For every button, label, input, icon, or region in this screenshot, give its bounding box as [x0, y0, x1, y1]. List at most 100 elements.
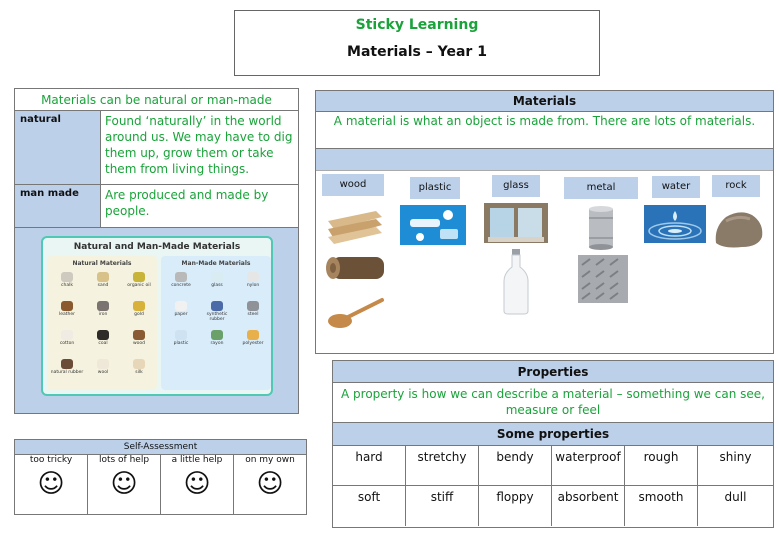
poster-item-label: rayon [210, 341, 224, 346]
property-absorbent: absorbent [552, 486, 625, 526]
property-waterproof: waterproof [552, 446, 625, 486]
poster-item-label: wood [132, 341, 146, 346]
poster-item-label: cotton [59, 341, 75, 346]
option-label: lots of help [98, 455, 150, 465]
property-shiny: shiny [698, 446, 773, 486]
poster-item: synthetic rubber [199, 301, 235, 322]
label-metal: metal [564, 177, 638, 199]
property-dull: dull [724, 490, 747, 504]
poster-item: natural rubber [49, 359, 85, 375]
poster-item: leather [49, 301, 85, 317]
poster-item: polyester [235, 330, 271, 346]
poster-item: coal [85, 330, 121, 346]
property-hard: hard [333, 446, 406, 486]
natural-manmade-header: Materials can be natural or man-made [15, 89, 298, 111]
poster-item: sand [85, 272, 121, 288]
poster-item-label: paper [174, 312, 188, 317]
option-too-tricky[interactable]: too tricky ☺ [15, 455, 88, 514]
materials-description: A material is what an object is made fro… [316, 112, 773, 149]
property-rough: rough [625, 446, 698, 486]
natural-manmade-panel: Materials can be natural or man-made nat… [14, 88, 299, 414]
material-icon [175, 301, 187, 311]
option-lots-of-help[interactable]: lots of help ☺ [88, 455, 161, 514]
water-drop-image [644, 205, 706, 243]
wood-log-image [326, 257, 384, 279]
wooden-spoon-image [328, 298, 384, 328]
metal-plate-image [578, 255, 628, 303]
material-icon [247, 301, 259, 311]
poster-item: rayon [199, 330, 235, 346]
poster-title: Natural and Man-Made Materials [73, 242, 241, 252]
property-stiff: stiff [406, 486, 479, 526]
material-icon [211, 301, 223, 311]
option-label: on my own [245, 455, 295, 465]
materials-strip [316, 149, 773, 171]
material-icon [97, 272, 109, 282]
poster-item-label: leather [58, 312, 75, 317]
label-plastic: plastic [410, 177, 460, 199]
material-icon [97, 330, 109, 340]
page-subtitle: Materials – Year 1 [347, 44, 487, 60]
plastic-items-image [400, 205, 466, 245]
option-a-little-help[interactable]: a little help ☺ [161, 455, 234, 514]
label-wood: wood [322, 174, 384, 196]
property-stretchy: stretchy [406, 446, 479, 486]
properties-description: A property is how we can describe a mate… [333, 383, 773, 423]
poster-item-label: natural rubber [50, 370, 84, 375]
smiley-icon: ☺ [256, 469, 284, 499]
poster-item: plastic [163, 330, 199, 346]
materials-panel: Materials A material is what an object i… [315, 90, 774, 354]
poster-natural-heading: Natural Materials [72, 260, 132, 267]
poster-item-label: wool [97, 370, 109, 375]
material-icon [211, 272, 223, 282]
poster-item-label: gold [134, 312, 144, 317]
label-water: water [652, 176, 700, 198]
poster-item-label: coal [98, 341, 108, 346]
property-soft: soft [333, 486, 406, 526]
material-icon [133, 272, 145, 282]
material-icon [133, 359, 145, 369]
material-icon [97, 301, 109, 311]
material-icon [247, 272, 259, 282]
poster-item: silk [121, 359, 157, 375]
label-rock: rock [712, 175, 760, 197]
option-on-my-own[interactable]: on my own ☺ [234, 455, 306, 514]
self-assessment-header: Self-Assessment [15, 440, 306, 455]
smiley-icon: ☺ [183, 469, 211, 499]
poster-item-label: polyester [242, 341, 264, 346]
label-glass: glass [492, 175, 540, 197]
poster-item-label: nylon [246, 283, 260, 288]
poster-item-label: synthetic rubber [206, 312, 228, 322]
poster-item: wood [121, 330, 157, 346]
poster-item-label: organic oil [127, 283, 151, 288]
poster-item-label: iron [98, 312, 108, 317]
option-label: a little help [171, 455, 223, 465]
title-box: Sticky Learning Materials – Year 1 [234, 10, 600, 76]
poster-manmade-heading: Man-Made Materials [181, 260, 251, 267]
materials-header: Materials [316, 91, 773, 112]
property-bendy: bendy [479, 446, 552, 486]
poster-item-label: chalk [61, 283, 73, 288]
poster-item-label: silk [135, 370, 143, 375]
material-icon [61, 330, 73, 340]
poster-item-label: steel [247, 312, 259, 317]
definition-man-made: Are produced and made by people. [105, 188, 269, 218]
smiley-icon: ☺ [37, 469, 65, 499]
glass-bottle-image [503, 249, 529, 315]
poster-item: organic oil [121, 272, 157, 288]
poster-item: paper [163, 301, 199, 317]
smiley-icon: ☺ [110, 469, 138, 499]
material-icon [133, 330, 145, 340]
definition-natural: Found ‘naturally’ in the world around us… [101, 111, 298, 185]
material-icon [175, 272, 187, 282]
term-man-made: man made [15, 185, 101, 227]
option-label: too tricky [29, 455, 73, 465]
material-icon [247, 330, 259, 340]
metal-can-image [589, 206, 613, 250]
wood-planks-image [328, 211, 382, 244]
self-assessment: Self-Assessment too tricky ☺ lots of hel… [14, 439, 307, 515]
material-icon [133, 301, 145, 311]
poster-item: steel [235, 301, 271, 317]
poster-item-label: plastic [173, 341, 189, 346]
poster-item: cotton [49, 330, 85, 346]
